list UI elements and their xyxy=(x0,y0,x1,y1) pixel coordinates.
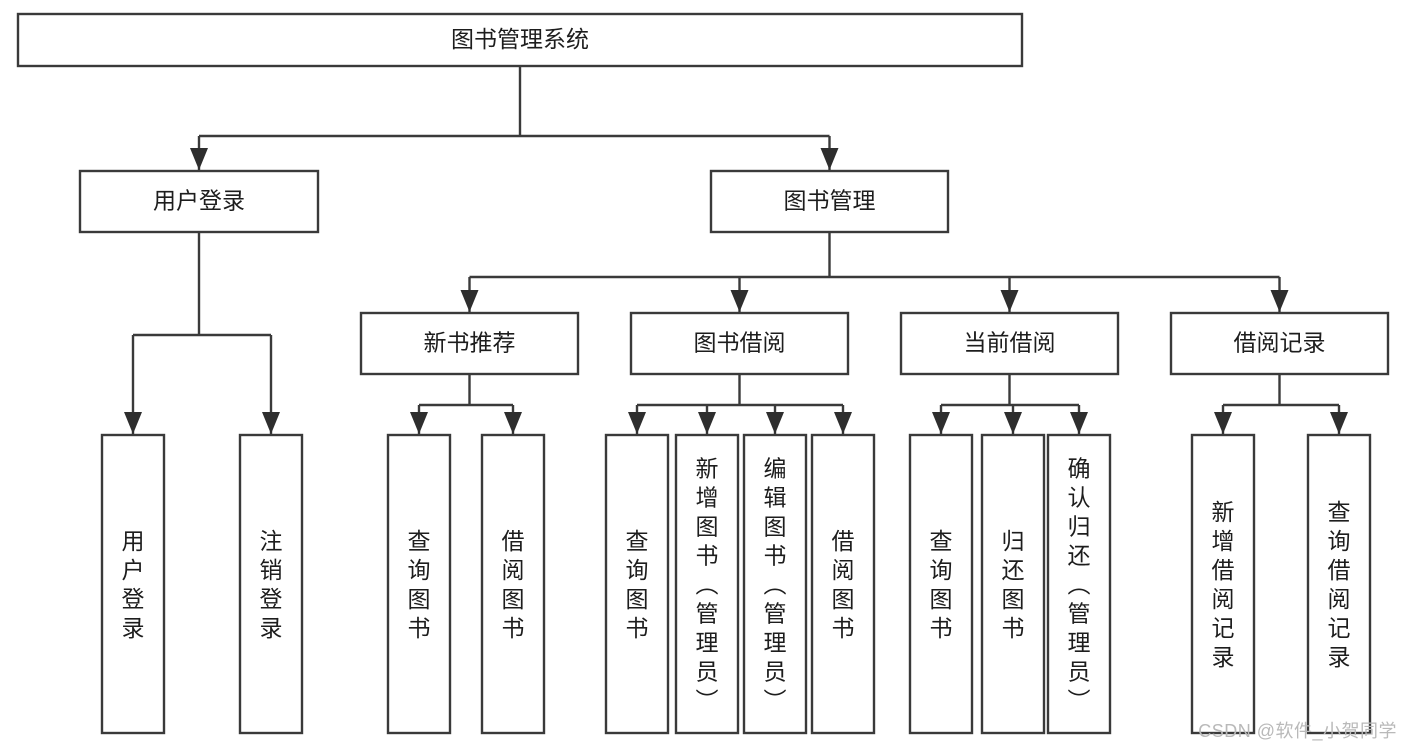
node-leaf-confirm-return-label: 确认归还︵管理员︶ xyxy=(1068,456,1091,714)
node-layer: 图书管理系统用户登录图书管理新书推荐图书借阅当前借阅借阅记录用户登录注销登录查询… xyxy=(16,12,1390,735)
node-leaf-return-book-box xyxy=(980,433,1046,735)
node-leaf-return-book-label: 归还图书 xyxy=(1002,528,1025,641)
arrowhead-icon xyxy=(410,412,428,434)
node-leaf-borrow-book-1-label: 借阅图书 xyxy=(502,528,525,641)
arrowhead-icon xyxy=(820,148,839,170)
node-leaf-return-book[interactable]: 归还图书 xyxy=(980,433,1046,735)
node-leaf-user-login-box xyxy=(100,433,166,735)
node-leaf-borrow-book-2-box xyxy=(810,433,876,735)
arrowhead-icon xyxy=(1214,412,1232,434)
node-leaf-query-book-1-box xyxy=(386,433,452,735)
node-leaf-edit-book[interactable]: 编辑图书︵管理员︶ xyxy=(742,433,808,735)
node-leaf-logout-login[interactable]: 注销登录 xyxy=(238,433,304,735)
arrowhead-icon xyxy=(1004,412,1022,434)
node-leaf-user-login[interactable]: 用户登录 xyxy=(100,433,166,735)
arrowhead-icon xyxy=(1330,412,1348,434)
node-leaf-query-book-1-label: 查询图书 xyxy=(408,528,431,641)
arrowhead-icon xyxy=(834,412,852,434)
connector-layer xyxy=(124,66,1348,434)
arrowhead-icon xyxy=(460,290,479,312)
arrowhead-icon xyxy=(1070,412,1088,434)
node-leaf-add-book-label: 新增图书︵管理员︶ xyxy=(696,456,719,714)
node-current-borrow[interactable]: 当前借阅 xyxy=(899,311,1120,376)
node-borrow-record-box xyxy=(1169,311,1390,376)
arrowhead-icon xyxy=(932,412,950,434)
node-leaf-add-record-label: 新增借阅记录 xyxy=(1212,499,1235,670)
node-root[interactable]: 图书管理系统 xyxy=(16,12,1024,68)
node-book-management-box xyxy=(709,169,950,234)
node-leaf-query-book-3[interactable]: 查询图书 xyxy=(908,433,974,735)
node-new-book-recommend-box xyxy=(359,311,580,376)
node-current-borrow-label: 当前借阅 xyxy=(964,330,1056,356)
arrowhead-icon xyxy=(766,412,784,434)
node-leaf-confirm-return[interactable]: 确认归还︵管理员︶ xyxy=(1046,433,1112,735)
node-leaf-add-record[interactable]: 新增借阅记录 xyxy=(1190,433,1256,735)
node-leaf-user-login-label: 用户登录 xyxy=(122,528,145,641)
node-user-login[interactable]: 用户登录 xyxy=(78,169,320,234)
node-leaf-confirm-return-box xyxy=(1046,433,1112,735)
watermark-text: CSDN @软件_小贺同学 xyxy=(1198,721,1397,741)
node-borrow-record-label: 借阅记录 xyxy=(1234,330,1326,356)
node-book-borrow-box xyxy=(629,311,850,376)
arrowhead-icon xyxy=(1000,290,1019,312)
arrowhead-icon xyxy=(124,412,142,434)
node-new-book-recommend-label: 新书推荐 xyxy=(424,330,516,356)
node-leaf-add-record-box xyxy=(1190,433,1256,735)
node-new-book-recommend[interactable]: 新书推荐 xyxy=(359,311,580,376)
node-leaf-borrow-book-2-label: 借阅图书 xyxy=(832,528,855,641)
node-book-borrow[interactable]: 图书借阅 xyxy=(629,311,850,376)
node-leaf-borrow-book-1-box xyxy=(480,433,546,735)
node-leaf-query-record-box xyxy=(1306,433,1372,735)
node-leaf-query-book-2-box xyxy=(604,433,670,735)
node-root-label: 图书管理系统 xyxy=(451,26,589,52)
node-leaf-query-book-3-box xyxy=(908,433,974,735)
node-leaf-edit-book-label: 编辑图书︵管理员︶ xyxy=(764,456,787,714)
node-leaf-query-book-2[interactable]: 查询图书 xyxy=(604,433,670,735)
node-leaf-borrow-book-2[interactable]: 借阅图书 xyxy=(810,433,876,735)
arrowhead-icon xyxy=(190,148,208,170)
node-book-management-label: 图书管理 xyxy=(784,188,876,214)
node-root-box xyxy=(16,12,1024,68)
node-leaf-query-book-1[interactable]: 查询图书 xyxy=(386,433,452,735)
node-leaf-add-book-box xyxy=(674,433,740,735)
node-leaf-logout-login-box xyxy=(238,433,304,735)
node-leaf-edit-book-box xyxy=(742,433,808,735)
arrowhead-icon xyxy=(730,290,749,312)
node-leaf-logout-login-label: 注销登录 xyxy=(260,528,283,641)
arrowhead-icon xyxy=(1270,290,1289,312)
arrowhead-icon xyxy=(504,412,522,434)
node-leaf-query-book-3-label: 查询图书 xyxy=(930,528,953,641)
node-leaf-query-record[interactable]: 查询借阅记录 xyxy=(1306,433,1372,735)
node-borrow-record[interactable]: 借阅记录 xyxy=(1169,311,1390,376)
node-book-borrow-label: 图书借阅 xyxy=(694,330,786,356)
node-book-management[interactable]: 图书管理 xyxy=(709,169,950,234)
arrowhead-icon xyxy=(698,412,716,434)
arrowhead-icon xyxy=(628,412,646,434)
node-leaf-add-book[interactable]: 新增图书︵管理员︶ xyxy=(674,433,740,735)
node-user-login-label: 用户登录 xyxy=(153,188,245,214)
node-leaf-borrow-book-1[interactable]: 借阅图书 xyxy=(480,433,546,735)
node-user-login-box xyxy=(78,169,320,234)
arrowhead-icon xyxy=(262,412,280,434)
node-leaf-query-book-2-label: 查询图书 xyxy=(626,528,649,641)
node-leaf-query-record-label: 查询借阅记录 xyxy=(1328,499,1351,670)
node-current-borrow-box xyxy=(899,311,1120,376)
